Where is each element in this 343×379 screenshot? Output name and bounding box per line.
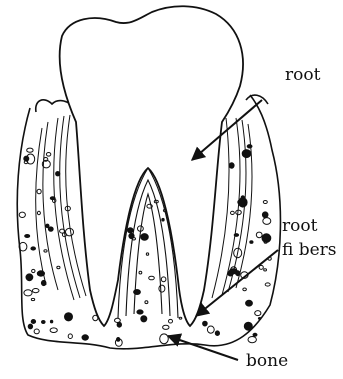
bone-speckle (248, 337, 256, 343)
bone-speckle (149, 276, 155, 280)
bone-speckle (31, 298, 34, 300)
bone-speckle (244, 322, 252, 330)
bone-speckle (42, 321, 46, 324)
bone-speckle (203, 321, 208, 326)
label-root-fibers-line-1: root (282, 214, 337, 238)
bone-speckle (117, 322, 121, 327)
label-root: root (285, 67, 320, 84)
bone-speckle (31, 320, 35, 324)
bone-speckle (37, 189, 41, 194)
bone-speckle (25, 235, 30, 238)
bone-speckle (169, 319, 173, 323)
bone-speckle (159, 285, 165, 292)
bone-speckle (56, 172, 60, 176)
label-root-fibers-line-2: fi bers (282, 238, 337, 262)
bone-speckle (250, 241, 253, 244)
bone-speckle (19, 212, 25, 217)
label-bone: bone (246, 353, 288, 370)
bone-speckle (141, 234, 149, 241)
bone-speckle (263, 218, 271, 225)
bone-speckle (239, 198, 248, 207)
bone-speckle (32, 269, 35, 272)
bone-speckle (46, 224, 49, 228)
bone-speckle (66, 228, 74, 236)
bone-speckle (162, 218, 164, 221)
bone-speckle (179, 317, 182, 319)
bone-speckle (27, 148, 33, 152)
bone-speckle (255, 311, 261, 316)
bone-speckle (68, 334, 72, 339)
bone-speckle (28, 324, 32, 329)
bone-speckle (117, 338, 120, 342)
bone-speckle (207, 326, 214, 333)
bone-speckle (141, 316, 147, 322)
bone-speckle (32, 289, 39, 293)
bone-speckle (146, 253, 148, 255)
bone-speckle (31, 247, 36, 250)
bone-speckle (48, 227, 53, 231)
bone-speckle (215, 331, 219, 336)
bone-speckle (161, 277, 166, 282)
bone-speckle (264, 269, 267, 271)
bone-speckle (259, 265, 263, 269)
bone-arrow (168, 336, 238, 360)
bone-speckle (128, 228, 134, 233)
bone-speckle (160, 334, 169, 344)
bone-speckle (246, 300, 253, 306)
bone-speckle (26, 274, 33, 281)
bone-speckle (229, 163, 234, 169)
bone-speckle (231, 211, 235, 214)
bone-speckle (65, 313, 73, 321)
bone-speckle (263, 201, 267, 204)
bone-speckle (24, 156, 29, 161)
bone-speckle (253, 333, 257, 336)
bone-speckle (163, 325, 169, 329)
bone-speckle (242, 150, 251, 158)
bone-speckle (265, 283, 270, 286)
bone-speckle (50, 320, 52, 323)
bone-speckle (243, 288, 247, 291)
bone-speckle (24, 290, 32, 296)
tooth-outline (60, 6, 243, 326)
bone-speckle (137, 310, 143, 314)
bone-speckle (46, 153, 50, 157)
bone-speckle (145, 301, 148, 304)
label-root-fibers: root fi bers (282, 214, 337, 262)
bone-speckle (262, 212, 268, 218)
bone-speckle (82, 335, 88, 340)
bone-speckle (50, 328, 57, 333)
bone-speckle (256, 232, 262, 238)
bone-speckle (258, 318, 261, 320)
bone-speckle (57, 266, 60, 268)
bone-speckle (37, 211, 40, 214)
bone-speckle (139, 271, 142, 274)
bone-speckle (44, 250, 47, 252)
bone-speckle (34, 329, 39, 334)
